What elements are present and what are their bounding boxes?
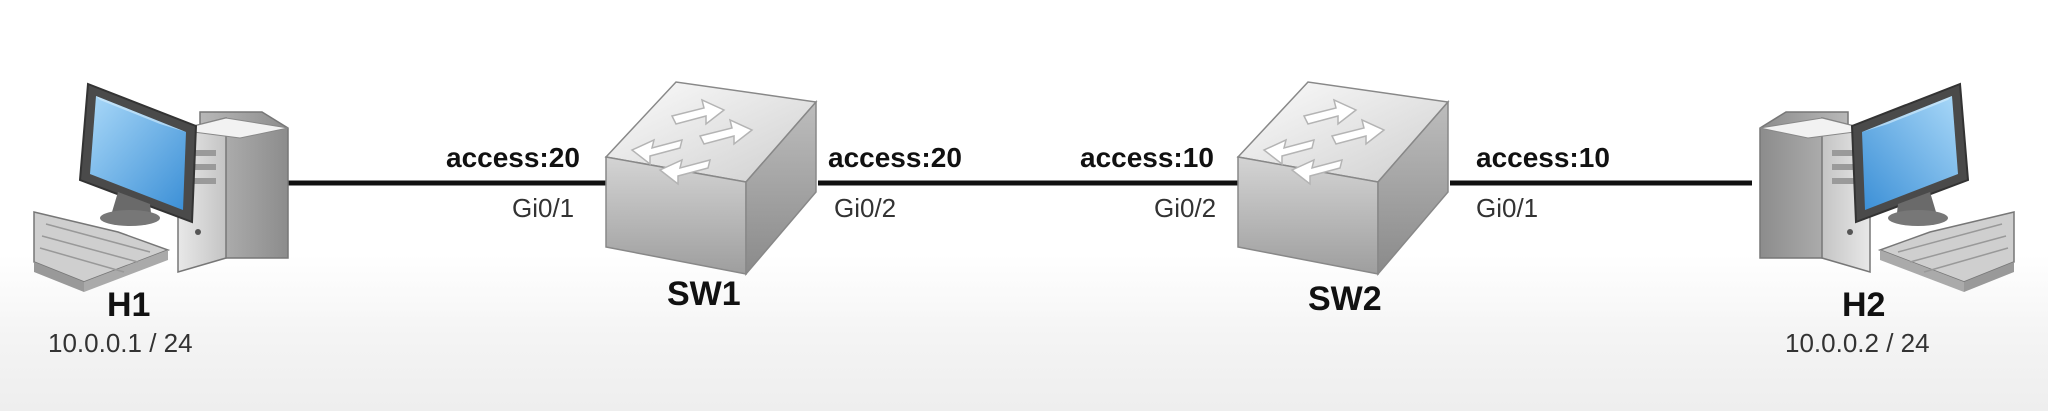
sw2-gi0-2-mode-label: access:10 xyxy=(1080,142,1214,173)
sw1-gi0-2-mode-label: access:20 xyxy=(828,142,962,173)
sw2-switch-icon xyxy=(1236,81,1450,277)
sw2-gi0-1-mode-label: access:10 xyxy=(1476,142,1610,173)
h1-name-label: H1 xyxy=(107,286,151,324)
h1-computer-icon xyxy=(33,82,289,292)
sw2-name-label: SW2 xyxy=(1308,280,1382,318)
h1-ip-label: 10.0.0.1 / 24 xyxy=(48,328,193,358)
sw1-gi0-1-port-label: Gi0/1 xyxy=(512,193,575,223)
h2-ip-label: 10.0.0.2 / 24 xyxy=(1785,328,1930,358)
sw1-name-label: SW1 xyxy=(667,275,741,313)
sw1-gi0-1-mode-label: access:20 xyxy=(446,142,580,173)
sw1-switch-icon xyxy=(604,81,818,277)
sw2-gi0-1-port-label: Gi0/1 xyxy=(1476,193,1539,223)
h2-name-label: H2 xyxy=(1842,286,1886,324)
sw1-gi0-2-port-label: Gi0/2 xyxy=(834,193,897,223)
sw2-gi0-2-port-label: Gi0/2 xyxy=(1154,193,1217,223)
h2-computer-icon xyxy=(1759,82,2015,292)
